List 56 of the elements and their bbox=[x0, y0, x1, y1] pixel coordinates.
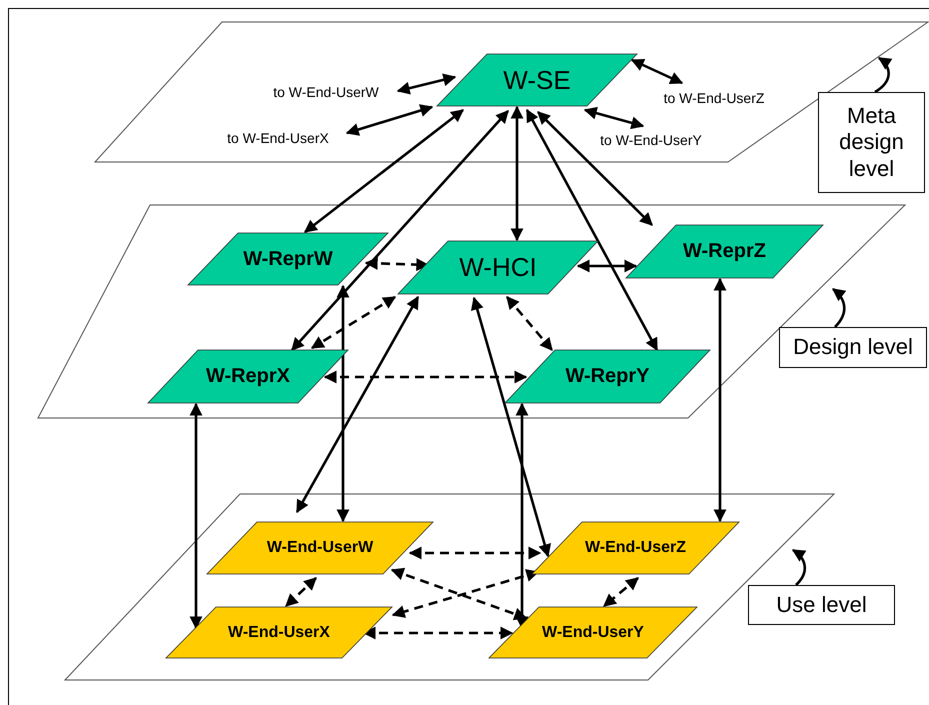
arrow bbox=[576, 260, 638, 272]
connection-label: to W-End-UserY bbox=[600, 132, 702, 148]
end-user-parallelogram bbox=[532, 522, 739, 574]
component-parallelogram bbox=[437, 54, 637, 106]
component-name: W-End-UserZ bbox=[584, 539, 686, 557]
arrow bbox=[537, 111, 653, 226]
component-name: W-End-UserY bbox=[542, 624, 644, 642]
arrow bbox=[630, 58, 684, 84]
level-label-text: Meta design level bbox=[838, 102, 905, 182]
end-user-parallelogram bbox=[166, 607, 392, 658]
arrow bbox=[346, 104, 434, 136]
arrow bbox=[336, 284, 350, 522]
dashed-arrow bbox=[506, 296, 553, 351]
label-box bbox=[779, 327, 927, 368]
dashed-arrow bbox=[310, 296, 396, 350]
component-parallelogram bbox=[148, 350, 348, 403]
arrow bbox=[510, 106, 524, 242]
component-parallelogram bbox=[626, 225, 823, 278]
label-box bbox=[748, 585, 895, 625]
dashed-arrow bbox=[390, 568, 528, 620]
arrow bbox=[714, 278, 726, 522]
arrow bbox=[470, 296, 552, 558]
end-user-parallelogram bbox=[489, 607, 697, 658]
component-parallelogram bbox=[398, 241, 598, 294]
arrow bbox=[296, 296, 420, 514]
component-name: W-SE bbox=[503, 64, 571, 96]
arrow bbox=[526, 108, 658, 352]
component-name: W-ReprX bbox=[206, 365, 290, 388]
curved-arrow bbox=[792, 548, 806, 586]
level-label-text: Design level bbox=[793, 334, 913, 361]
curved-arrow bbox=[832, 288, 846, 328]
component-parallelogram bbox=[505, 350, 710, 403]
connection-label: to W-End-UserZ bbox=[664, 90, 764, 106]
component-name: W-ReprZ bbox=[683, 240, 766, 263]
component-name: W-End-UserX bbox=[228, 624, 330, 642]
arrow bbox=[304, 108, 464, 234]
dashed-arrow bbox=[285, 577, 317, 607]
component-name: W-ReprW bbox=[243, 248, 333, 270]
arrow bbox=[396, 73, 456, 95]
arrow bbox=[190, 402, 202, 630]
arrow bbox=[291, 110, 509, 351]
level-plane bbox=[95, 22, 928, 162]
arrow bbox=[584, 106, 644, 130]
component-name: W-HCI bbox=[459, 252, 537, 283]
dashed-arrow bbox=[408, 546, 542, 560]
connection-label: to W-End-UserX bbox=[227, 130, 329, 146]
connection-label: to W-End-UserW bbox=[273, 84, 379, 100]
component-name: W-ReprY bbox=[565, 365, 650, 388]
curved-arrow bbox=[874, 56, 892, 94]
label-box bbox=[818, 92, 925, 193]
level-label-text: Use level bbox=[776, 592, 867, 618]
end-user-parallelogram bbox=[207, 522, 433, 574]
component-parallelogram bbox=[188, 233, 388, 285]
dashed-arrow bbox=[603, 577, 639, 607]
dashed-arrow bbox=[324, 370, 528, 384]
component-name: W-End-UserW bbox=[266, 539, 374, 557]
